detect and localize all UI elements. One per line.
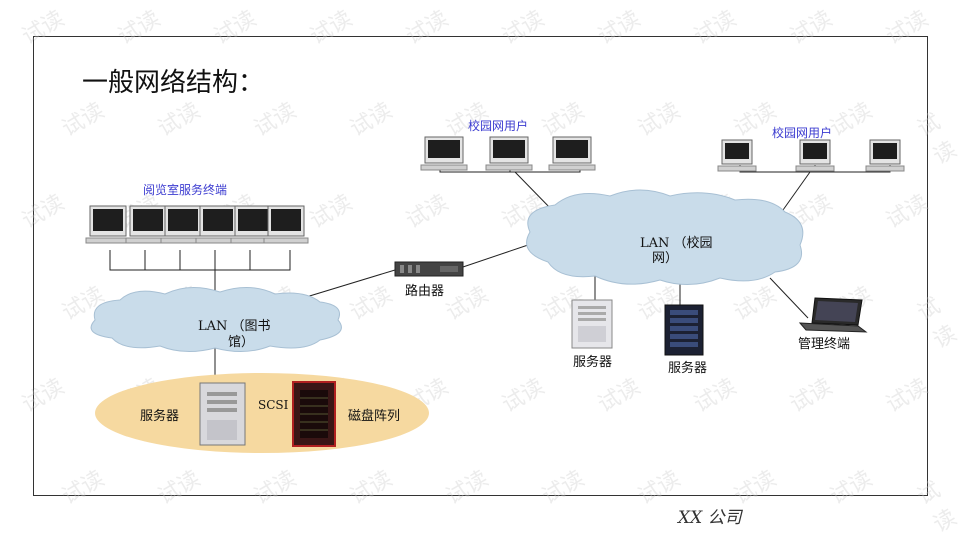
- storage-zone-ellipse: [95, 373, 429, 453]
- server-label-1: 服务器: [140, 409, 180, 424]
- reading-room-terminals: [85, 205, 309, 244]
- server-label-2: 服务器: [573, 355, 613, 370]
- lan-campus-label-line1: LAN （校园: [640, 236, 713, 251]
- lan-campus-cloud: [526, 189, 804, 285]
- monitor-icon: [160, 205, 206, 244]
- monitor-icon: [548, 136, 596, 171]
- server-rack-icon-3: [664, 304, 704, 356]
- mgmt-terminal-label: 管理终端: [798, 337, 851, 352]
- router-icon: [394, 261, 464, 277]
- monitor-icon: [795, 139, 835, 172]
- monitor-icon: [125, 205, 171, 244]
- monitor-icon: [717, 139, 757, 172]
- router-label: 路由器: [405, 284, 445, 299]
- server-label-3: 服务器: [668, 361, 708, 376]
- disk-array-icon: [292, 381, 336, 447]
- lan-campus-label-line2: 网）: [652, 251, 679, 266]
- campus-users-2-terminals: [717, 139, 905, 172]
- page-title: 一般网络结构：: [82, 68, 265, 98]
- laptop-icon: [798, 297, 868, 333]
- link-campus-mgmt: [769, 277, 809, 319]
- lan-library-cloud: [90, 287, 342, 352]
- monitor-icon: [263, 205, 309, 244]
- monitor-icon: [865, 139, 905, 172]
- monitor-icon: [195, 205, 241, 244]
- monitor-icon: [485, 136, 533, 171]
- bus-reading-room: [109, 250, 291, 271]
- company-footer: XX 公司: [678, 508, 742, 528]
- lan-library-label-line2: 馆）: [228, 335, 255, 350]
- campus-users-label-1: 校园网用户: [468, 119, 529, 133]
- link-router-campus-lan: [459, 244, 529, 269]
- link-users2-campus: [782, 171, 811, 211]
- campus-users-label-2: 校园网用户: [772, 126, 833, 140]
- reading-room-label: 阅览室服务终端: [143, 183, 228, 197]
- server-tower-icon-2: [571, 299, 613, 349]
- lan-library-label-line1: LAN （图书: [198, 319, 271, 334]
- disk-array-label: 磁盘阵列: [348, 409, 401, 424]
- server-tower-icon-1: [199, 382, 246, 446]
- campus-users-1-terminals: [420, 136, 596, 171]
- monitor-icon: [420, 136, 468, 171]
- monitor-icon: [85, 205, 131, 244]
- slide-frame: [33, 36, 928, 496]
- scsi-label: SCSI: [258, 398, 289, 412]
